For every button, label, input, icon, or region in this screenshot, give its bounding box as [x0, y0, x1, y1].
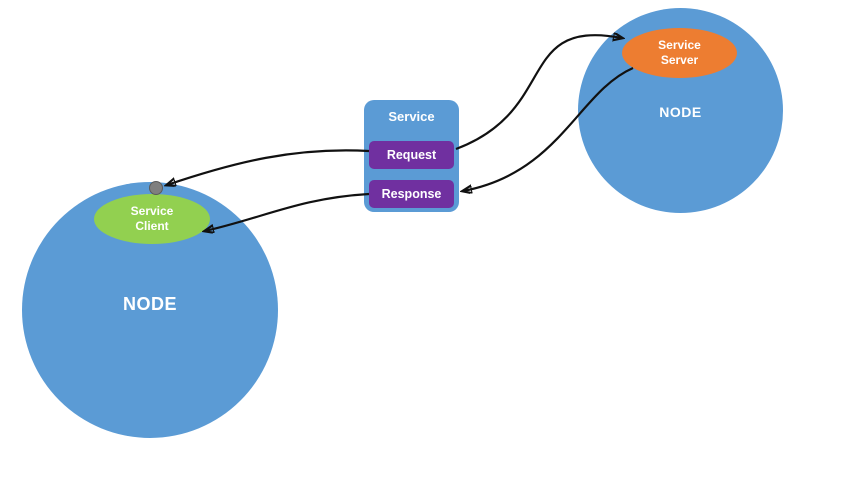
right-node-label: NODE: [659, 104, 702, 120]
request-box: Request: [369, 141, 454, 169]
service-box-title: Service: [388, 109, 435, 124]
request-label: Request: [386, 148, 437, 162]
arrow-request-to-client-dot: [167, 149, 370, 185]
service-server-label: Service Server: [658, 38, 701, 67]
service-client-label: Service Client: [130, 204, 174, 233]
response-label: Response: [381, 187, 442, 201]
left-node-label: NODE: [122, 294, 177, 314]
connection-dot: [149, 181, 163, 195]
service-server-ellipse: Service Server: [622, 28, 737, 78]
service-client-ellipse: Service Client: [94, 194, 210, 244]
response-box: Response: [369, 180, 454, 208]
